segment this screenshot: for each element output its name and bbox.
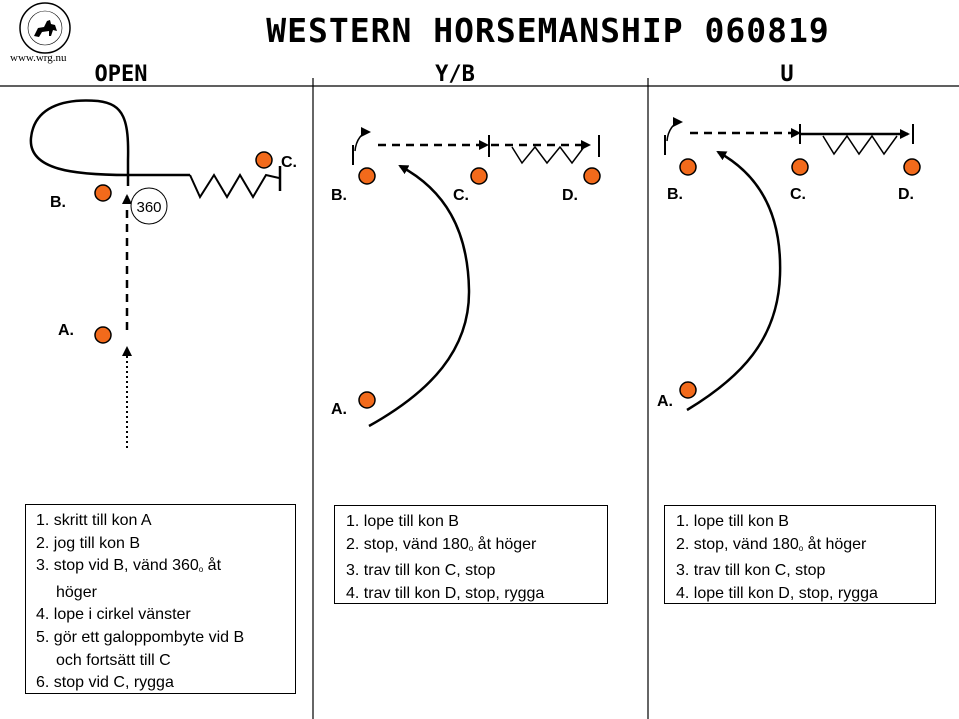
cone-c [470, 167, 488, 185]
cone-d [583, 167, 601, 185]
cone-b-label: B. [331, 187, 347, 204]
instruction-item: 2. jog till kon B [36, 533, 295, 556]
instruction-item: 6. stop vid C, rygga [36, 672, 295, 695]
cone-a [94, 326, 112, 344]
cone-a-label: A. [58, 322, 74, 339]
instruction-text: lope till kon B [693, 513, 789, 530]
instruction-text: lope i cirkel vänster [53, 606, 191, 624]
instruction-text: jog till kon B [53, 534, 141, 552]
rollback-arc [666, 117, 683, 142]
instruction-continuation: och fortsätt till C [56, 651, 171, 669]
instruction-number: 3. [676, 562, 690, 580]
stop-zigzag [822, 134, 898, 156]
cone-d-label: D. [562, 187, 578, 204]
cone-b [94, 184, 112, 202]
instruction-text: gör ett galoppombyte vid B [53, 628, 245, 646]
instruction-number: 4. [346, 584, 360, 602]
instruction-item: 4. lope till kon D, stop, rygga [676, 583, 935, 606]
instruction-number: 2. [676, 535, 690, 553]
instruction-text-end: åt [203, 557, 222, 575]
instruction-number: 1. [676, 513, 690, 530]
cone-c [255, 151, 273, 169]
cone-c-label: C. [281, 154, 297, 171]
instruction-text: trav till kon C, stop [693, 562, 826, 580]
degree-mark: o [468, 543, 474, 553]
instruction-item: 5. gör ett galoppombyte vid B [36, 627, 295, 650]
cone-a-label: A. [331, 401, 347, 418]
instruction-item: 3. trav till kon C, stop [346, 560, 607, 583]
panel-open: 360 A. B. C. [29, 99, 297, 448]
horse-rider-icon [34, 20, 57, 37]
instruction-item: 3. trav till kon C, stop [676, 560, 935, 583]
panel-u: A. B. C. D. [657, 117, 921, 412]
instruction-text: trav till kon D, stop, rygga [363, 584, 545, 602]
instruction-item: 4. trav till kon D, stop, rygga [346, 583, 607, 606]
instruction-number: 1. [346, 513, 360, 530]
cone-b-label: B. [667, 186, 683, 203]
degree-mark: o [198, 565, 204, 575]
instruction-text: trav till kon C, stop [363, 562, 496, 580]
instruction-number: 6. [36, 674, 50, 692]
website-url: www.wrg.nu [10, 52, 67, 64]
cone-d-label: D. [898, 186, 914, 203]
page-title: WESTERN HORSEMANSHIP 060819 [266, 11, 829, 50]
marker-360: 360 [130, 187, 168, 225]
cone-b-label: B. [50, 194, 66, 211]
cone-a [679, 381, 697, 399]
cone-b [358, 167, 376, 185]
cone-d [903, 158, 921, 176]
instruction-number: 2. [346, 535, 360, 553]
instruction-item: 1. skritt till kon A [36, 510, 295, 533]
instruction-text: stop vid C, rygga [53, 674, 174, 692]
instruction-text-end: åt höger [803, 535, 867, 553]
instruction-text-end: åt höger [473, 535, 537, 553]
instruction-continuation: höger [56, 583, 97, 601]
degree-mark: o [798, 543, 804, 553]
instruction-text: lope till kon B [363, 513, 459, 530]
instruction-item: 2. stop, vänd 180o åt höger [346, 534, 607, 561]
club-logo [19, 2, 71, 54]
instruction-text: skritt till kon A [53, 512, 152, 529]
cone-a [358, 391, 376, 409]
cone-c-label: C. [790, 186, 806, 203]
instruction-number: 4. [36, 606, 50, 624]
stop-zigzag [189, 173, 280, 200]
instruction-number: 2. [36, 534, 50, 552]
lope-circle-path [29, 99, 130, 186]
instruction-item: 1. lope till kon B [676, 511, 935, 534]
cone-c-label: C. [453, 187, 469, 204]
panel-yb: A. B. C. D. [331, 127, 601, 428]
cone-c [791, 158, 809, 176]
instruction-item: 2. stop, vänd 180o åt höger [676, 534, 935, 561]
heading-u: U [780, 62, 793, 87]
lope-curve-path [686, 150, 782, 412]
instruction-number: 3. [36, 557, 50, 575]
rollback-arc [354, 127, 371, 152]
cone-a-label: A. [657, 393, 673, 410]
instruction-text: lope till kon D, stop, rygga [693, 584, 878, 602]
instruction-text: stop, vänd 180 [363, 535, 469, 553]
marker-360-label: 360 [136, 199, 161, 216]
lope-curve-path [368, 164, 471, 428]
instruction-text: stop, vänd 180 [693, 535, 799, 553]
instruction-text: stop vid B, vänd 360 [53, 557, 199, 575]
cone-b [679, 158, 697, 176]
instruction-item: 3. stop vid B, vänd 360o åt [36, 555, 295, 582]
instruction-number: 1. [36, 512, 50, 529]
heading-open: OPEN [95, 62, 148, 87]
instruction-number: 4. [676, 584, 690, 602]
stop-zigzag [511, 145, 585, 165]
instruction-number: 3. [346, 562, 360, 580]
instruction-number: 5. [36, 628, 50, 646]
instruction-item: 1. lope till kon B [346, 511, 607, 534]
heading-yb: Y/B [435, 62, 475, 87]
instruction-item: 4. lope i cirkel vänster [36, 604, 295, 627]
